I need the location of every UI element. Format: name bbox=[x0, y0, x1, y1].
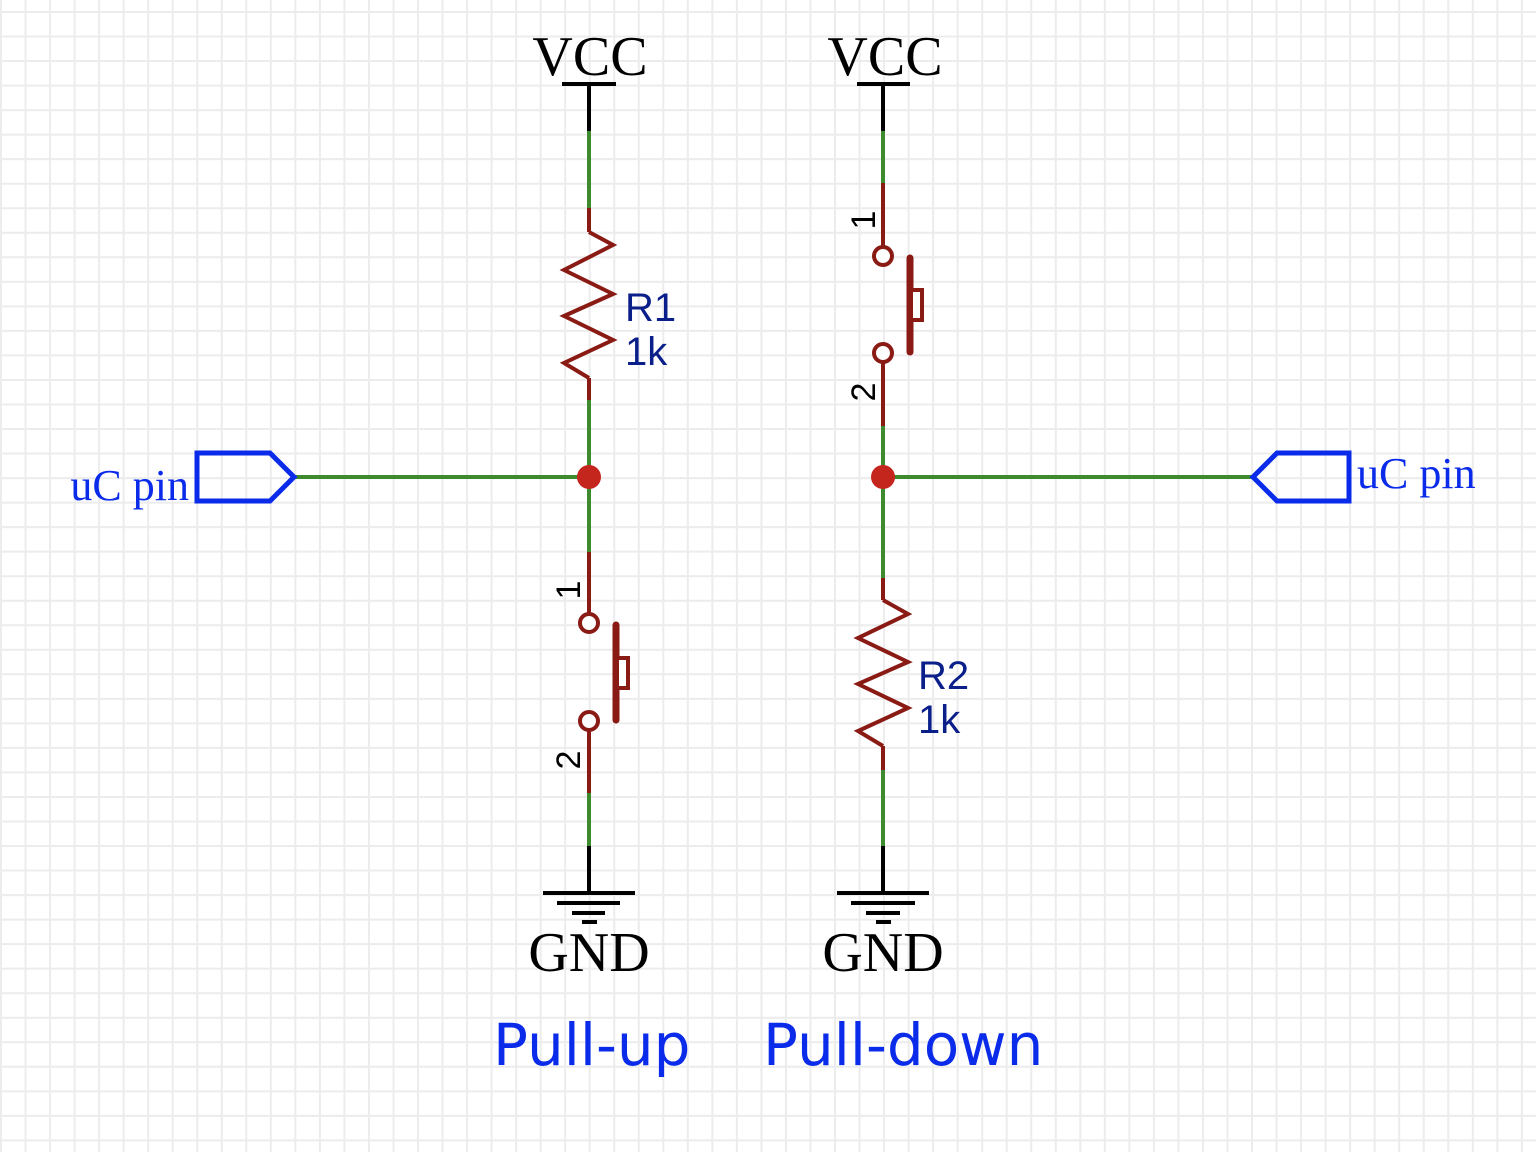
net-port-flag bbox=[194, 450, 298, 504]
gnd-power-symbol[interactable]: GND bbox=[822, 846, 944, 984]
junction-dot bbox=[871, 465, 895, 489]
switch-pin-2 bbox=[578, 710, 600, 732]
net-port-uc-pin-right[interactable]: uC pin bbox=[1249, 449, 1476, 504]
resistor-r1[interactable]: R1 1k bbox=[559, 208, 676, 401]
switch-pin-1 bbox=[872, 245, 894, 267]
pull-down-caption: Pull-down bbox=[763, 1011, 1043, 1079]
vcc-label: VCC bbox=[827, 26, 942, 88]
resistor-r2[interactable]: R2 1k bbox=[853, 578, 969, 771]
switch-pin-2-number: 2 bbox=[845, 383, 883, 402]
r2-designator: R2 bbox=[918, 654, 969, 698]
net-port-label: uC pin bbox=[1357, 449, 1476, 498]
push-button-switch[interactable]: 1 2 bbox=[845, 183, 924, 427]
vcc-label: VCC bbox=[532, 26, 647, 88]
r2-zigzag bbox=[853, 598, 913, 748]
pull-up-circuit: VCC R1 1k uC pin 1 bbox=[70, 26, 690, 1079]
net-port-uc-pin-left[interactable]: uC pin bbox=[70, 450, 298, 510]
switch-pin-2 bbox=[872, 342, 894, 364]
gnd-power-symbol[interactable]: GND bbox=[528, 846, 650, 984]
switch-pin-1 bbox=[578, 612, 600, 634]
switch-pin-1-number: 1 bbox=[550, 581, 588, 600]
switch-pin-2-number: 2 bbox=[550, 751, 588, 770]
gnd-label: GND bbox=[528, 922, 649, 984]
switch-button bbox=[909, 288, 924, 322]
switch-button bbox=[615, 656, 630, 690]
gnd-label: GND bbox=[822, 922, 943, 984]
junction-dot bbox=[577, 465, 601, 489]
vcc-power-symbol[interactable]: VCC bbox=[532, 26, 648, 132]
pull-down-circuit: VCC 1 2 uC pin R2 bbox=[763, 26, 1476, 1079]
vcc-power-symbol[interactable]: VCC bbox=[827, 26, 943, 132]
r1-value: 1k bbox=[625, 330, 668, 374]
r2-value: 1k bbox=[918, 698, 961, 742]
push-button-switch[interactable]: 1 2 bbox=[550, 552, 630, 794]
net-port-flag bbox=[1249, 450, 1352, 504]
r1-designator: R1 bbox=[625, 286, 676, 330]
net-port-label: uC pin bbox=[70, 461, 189, 510]
r1-zigzag bbox=[559, 230, 618, 380]
pull-up-caption: Pull-up bbox=[493, 1011, 690, 1079]
switch-pin-1-number: 1 bbox=[845, 211, 883, 230]
